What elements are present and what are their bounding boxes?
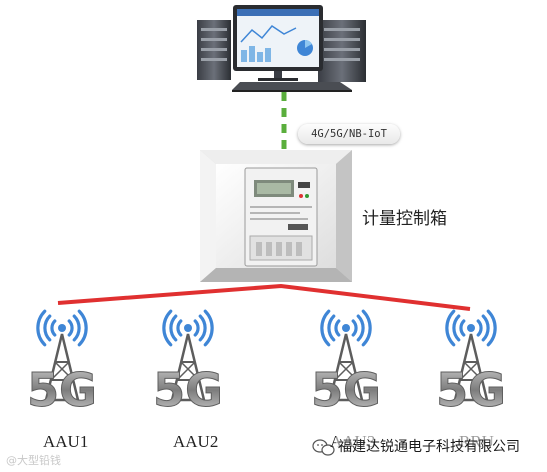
base-station-4: 5G (436, 309, 506, 418)
badge-5g: 5G (153, 363, 223, 417)
base-station-2: 5G (153, 309, 223, 418)
electric-meter (244, 167, 318, 267)
signal-icon (36, 309, 88, 347)
company-name: 福建达锐通电子科技有限公司 (336, 436, 522, 456)
tower-icon (44, 333, 80, 402)
base-station-1: 5G (27, 309, 97, 418)
station-label-1: AAU1 (43, 432, 89, 451)
signal-icon (320, 309, 372, 347)
server-rack-right (318, 20, 366, 82)
badge-5g: 5G (311, 363, 381, 417)
monitor (233, 5, 323, 81)
signal-icon (162, 309, 214, 347)
station-label-2: AAU2 (173, 432, 219, 451)
metering-box-label: 计量控制箱 (362, 209, 447, 229)
wechat-icon (312, 439, 335, 456)
base-station-3: 5G (311, 309, 381, 418)
server-rack-left (197, 20, 231, 80)
tower-icon (328, 333, 364, 402)
power-line (57, 283, 471, 311)
tower-icon (170, 333, 206, 402)
network-protocol-label: 4G/5G/NB-IoT (298, 124, 400, 144)
keyboard (232, 82, 352, 92)
badge-5g: 5G (27, 363, 97, 417)
signal-icon (445, 309, 497, 347)
watermark: @大型铅钱 (6, 454, 61, 467)
badge-5g: 5G (436, 363, 506, 417)
tower-icon (453, 333, 489, 402)
